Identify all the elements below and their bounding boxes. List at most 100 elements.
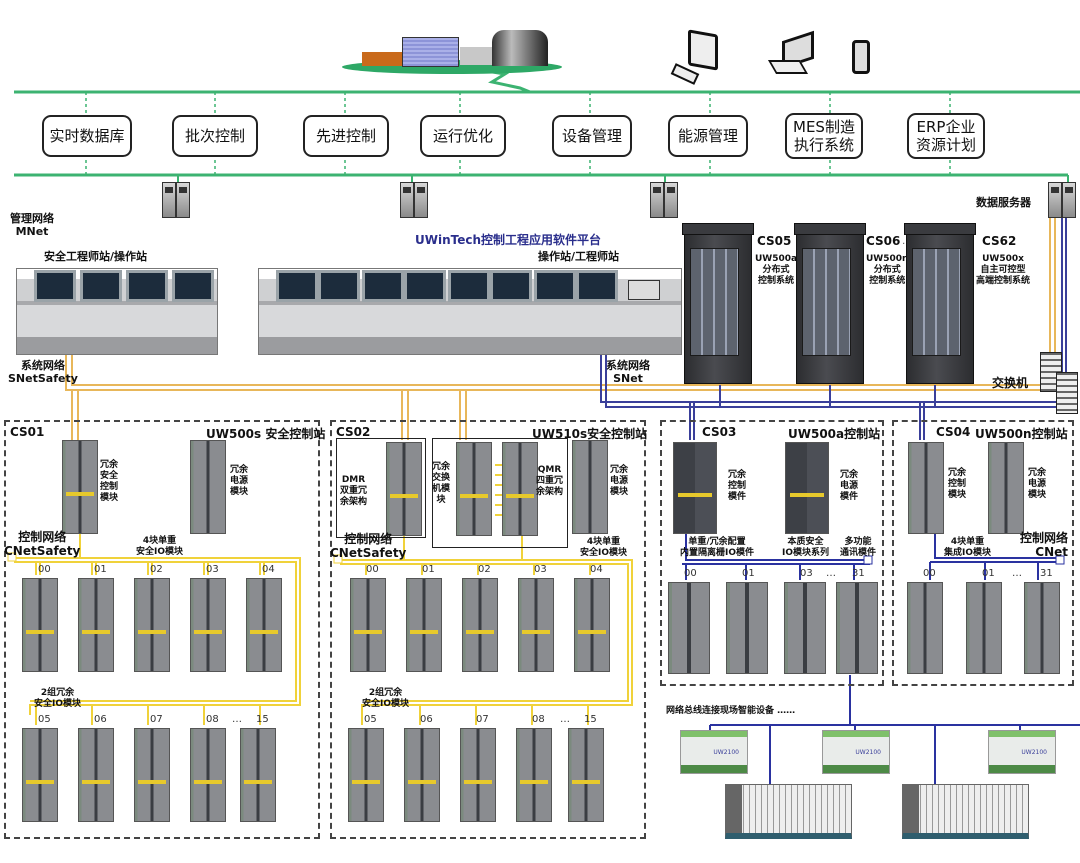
- io-module[interactable]: [784, 582, 826, 674]
- cs02-io-group1-label: 4块单重 安全IO模块: [580, 537, 627, 558]
- cs01-power-label: 冗余 电源 模块: [230, 465, 249, 497]
- io-module[interactable]: [348, 728, 384, 822]
- io-module[interactable]: [134, 728, 170, 822]
- workstation-monitor[interactable]: [276, 270, 318, 302]
- io-module[interactable]: [246, 578, 282, 672]
- io-module[interactable]: [516, 728, 552, 822]
- io-module[interactable]: [907, 582, 943, 674]
- mnet-label: 管理网络 MNet: [10, 212, 54, 238]
- io-module[interactable]: [406, 578, 442, 672]
- cs02-switch-module[interactable]: [456, 442, 492, 536]
- cs03-io-label-3: 多功能 通讯模件: [840, 537, 877, 558]
- io-ellipsis: …: [232, 714, 242, 725]
- io-module[interactable]: [462, 578, 498, 672]
- cs04-network-label: 控制网络 CNet: [1020, 531, 1069, 559]
- io-module[interactable]: [78, 728, 114, 822]
- cs04-name: UW500n控制站: [975, 427, 1068, 441]
- fieldbus-label: 网络总线连接现场智能设备 ……: [666, 706, 796, 716]
- field-device-uw2100[interactable]: UW2100: [680, 730, 748, 774]
- io-module[interactable]: [404, 728, 440, 822]
- io-ellipsis: …: [826, 568, 836, 579]
- data-server-label: 数据服务器: [976, 196, 1031, 209]
- io-module[interactable]: [518, 578, 554, 672]
- workstation-monitor[interactable]: [362, 270, 404, 302]
- io-module[interactable]: [78, 578, 114, 672]
- workstation-monitor[interactable]: [490, 270, 532, 302]
- workstation-monitor[interactable]: [34, 270, 76, 302]
- cabinet-cs05: [682, 223, 754, 384]
- io-module[interactable]: [668, 582, 710, 674]
- snet-label: 系统网络 SNet: [606, 359, 650, 385]
- io-address: 06: [94, 714, 107, 725]
- snet-safety-label: 系统网络 SNetSafety: [8, 359, 78, 385]
- io-module[interactable]: [240, 728, 276, 822]
- io-address: 05: [364, 714, 377, 725]
- workstation-monitor[interactable]: [318, 270, 360, 302]
- cs02-network-label: 控制网络 CNetSafety: [330, 532, 407, 560]
- app-equipment-management[interactable]: 设备管理: [552, 115, 632, 157]
- io-address: 00: [38, 564, 51, 575]
- io-module[interactable]: [22, 728, 58, 822]
- remote-io-rack[interactable]: [725, 784, 852, 839]
- cs04-controller-module[interactable]: [908, 442, 944, 534]
- workstation-monitor[interactable]: [126, 270, 168, 302]
- workstation-monitor[interactable]: [80, 270, 122, 302]
- io-address: 04: [590, 564, 603, 575]
- workstation-monitor[interactable]: [576, 270, 618, 302]
- io-address: 03: [800, 568, 813, 579]
- cs04-power-module[interactable]: [988, 442, 1024, 534]
- io-address: 02: [150, 564, 163, 575]
- app-mes[interactable]: MES制造 执行系统: [785, 113, 863, 159]
- io-address: 15: [256, 714, 269, 725]
- io-address: 01: [94, 564, 107, 575]
- cs01-controller-module[interactable]: [62, 440, 98, 534]
- cs02-power-module[interactable]: [572, 440, 608, 534]
- cs03-controller-label: 冗余 控制 模件: [728, 470, 747, 502]
- cs02-qmr-module[interactable]: [502, 442, 538, 536]
- cs01-power-module[interactable]: [190, 440, 226, 534]
- io-address: 06: [420, 714, 433, 725]
- app-advanced-control[interactable]: 先进控制: [303, 115, 389, 157]
- cs02-dmr-module[interactable]: [386, 442, 422, 536]
- io-module[interactable]: [134, 578, 170, 672]
- io-module[interactable]: [460, 728, 496, 822]
- io-module[interactable]: [836, 582, 878, 674]
- station-cs01: [4, 420, 320, 839]
- cs03-controller-module[interactable]: [673, 442, 717, 534]
- cabinet-cs62-id: CS62: [982, 234, 1017, 248]
- app-operation-optimization[interactable]: 运行优化: [420, 115, 506, 157]
- io-module[interactable]: [574, 578, 610, 672]
- io-module[interactable]: [1024, 582, 1060, 674]
- cs03-io-label-1: 单重/冗余配置 内置隔离栅IO模件: [680, 537, 754, 558]
- cs02-qmr-frame: [432, 438, 568, 548]
- workstation-monitor[interactable]: [448, 270, 490, 302]
- cs04-power-label: 冗余 电源 模块: [1028, 468, 1047, 500]
- app-energy-management[interactable]: 能源管理: [668, 115, 748, 157]
- workstation-monitor[interactable]: [404, 270, 446, 302]
- app-erp[interactable]: ERP企业 资源计划: [907, 113, 985, 159]
- workstation-monitor[interactable]: [534, 270, 576, 302]
- io-address: 03: [534, 564, 547, 575]
- io-module[interactable]: [190, 578, 226, 672]
- io-module[interactable]: [568, 728, 604, 822]
- io-address: 01: [742, 568, 755, 579]
- cs03-power-module[interactable]: [785, 442, 829, 534]
- cabinet-cs06: [794, 223, 866, 384]
- remote-io-rack[interactable]: [902, 784, 1029, 839]
- io-module[interactable]: [350, 578, 386, 672]
- cs04-id: CS04: [936, 425, 971, 439]
- app-realtime-database[interactable]: 实时数据库: [42, 115, 132, 157]
- app-batch-control[interactable]: 批次控制: [172, 115, 258, 157]
- cs01-io-group1-label: 4块单重 安全IO模块: [136, 536, 183, 557]
- io-address: 31: [852, 568, 865, 579]
- io-module[interactable]: [726, 582, 768, 674]
- field-device-uw2100[interactable]: UW2100: [822, 730, 890, 774]
- io-module[interactable]: [190, 728, 226, 822]
- io-module[interactable]: [22, 578, 58, 672]
- io-address: 08: [532, 714, 545, 725]
- cs03-name: UW500a控制站: [788, 427, 881, 441]
- io-module[interactable]: [966, 582, 1002, 674]
- field-device-uw2100[interactable]: UW2100: [988, 730, 1056, 774]
- workstation-monitor[interactable]: [172, 270, 214, 302]
- io-ellipsis: …: [560, 714, 570, 725]
